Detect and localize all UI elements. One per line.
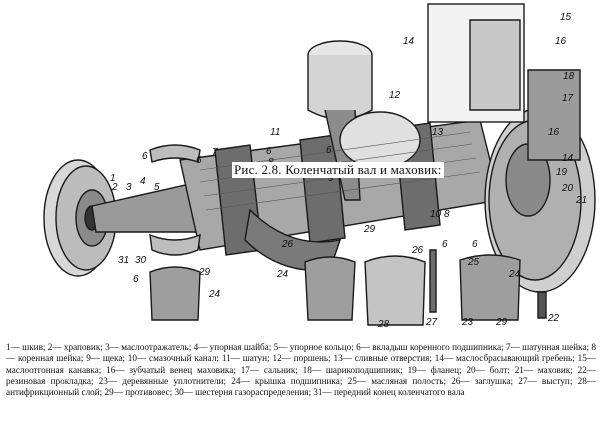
callout-20: 20 xyxy=(562,183,574,194)
callout-4: 4 xyxy=(140,176,146,187)
callout-29-b: 29 xyxy=(364,224,376,235)
callout-9-b: 9 xyxy=(328,173,334,184)
callout-16-b: 16 xyxy=(548,127,560,138)
callout-29-a: 29 xyxy=(199,267,211,278)
callout-8-b: 8 xyxy=(444,209,450,220)
callout-25: 25 xyxy=(468,257,480,268)
callout-6-b: 6 xyxy=(196,155,202,166)
callout-31: 31 xyxy=(118,255,130,266)
callout-2: 2 xyxy=(112,182,118,193)
callout-27: 27 xyxy=(426,317,438,328)
callout-22: 22 xyxy=(548,313,560,324)
callout-13: 13 xyxy=(432,127,444,138)
callout-6-d: 6 xyxy=(326,145,332,156)
callout-26-b: 26 xyxy=(412,245,424,256)
callout-7: 7 xyxy=(212,147,218,158)
callout-14-b: 14 xyxy=(562,153,574,164)
callout-24-a: 24 xyxy=(277,269,289,280)
callout-11: 11 xyxy=(270,127,281,138)
callout-24-c: 24 xyxy=(509,269,521,280)
callout-16: 16 xyxy=(555,36,567,47)
figure-legend: 1— шкив; 2— храповик; 3— маслоотражатель… xyxy=(6,342,596,398)
crankshaft-illustration: 1 2 3 4 5 6 6 6 6 6 6 7 8 9 7 10 11 12 1… xyxy=(43,3,596,330)
callout-6-f: 6 xyxy=(472,239,478,250)
callout-15: 15 xyxy=(560,12,572,23)
callout-6-a: 6 xyxy=(142,151,148,162)
callout-21: 21 xyxy=(576,195,588,206)
callout-12: 12 xyxy=(389,90,401,101)
callout-17: 17 xyxy=(562,93,574,104)
callout-3: 3 xyxy=(126,182,132,193)
callout-19: 19 xyxy=(556,167,568,178)
callout-1: 1 xyxy=(110,173,116,184)
callout-29-c: 29 xyxy=(496,317,508,328)
callout-24-b: 24 xyxy=(209,289,221,300)
callout-6-e: 6 xyxy=(133,274,139,285)
callout-6-g: 6 xyxy=(442,239,448,250)
callout-30: 30 xyxy=(135,255,147,266)
figure-caption-title: Рис. 2.8. Коленчатый вал и маховик: xyxy=(232,162,444,178)
callout-26-a: 26 xyxy=(282,239,294,250)
callout-6-c: 6 xyxy=(266,146,272,157)
callout-5: 5 xyxy=(154,182,160,193)
callout-23: 23 xyxy=(462,317,474,328)
callout-18: 18 xyxy=(563,71,575,82)
callout-10-b: 10 xyxy=(430,209,442,220)
callout-14-a: 14 xyxy=(403,36,415,47)
callout-28: 28 xyxy=(378,319,390,330)
